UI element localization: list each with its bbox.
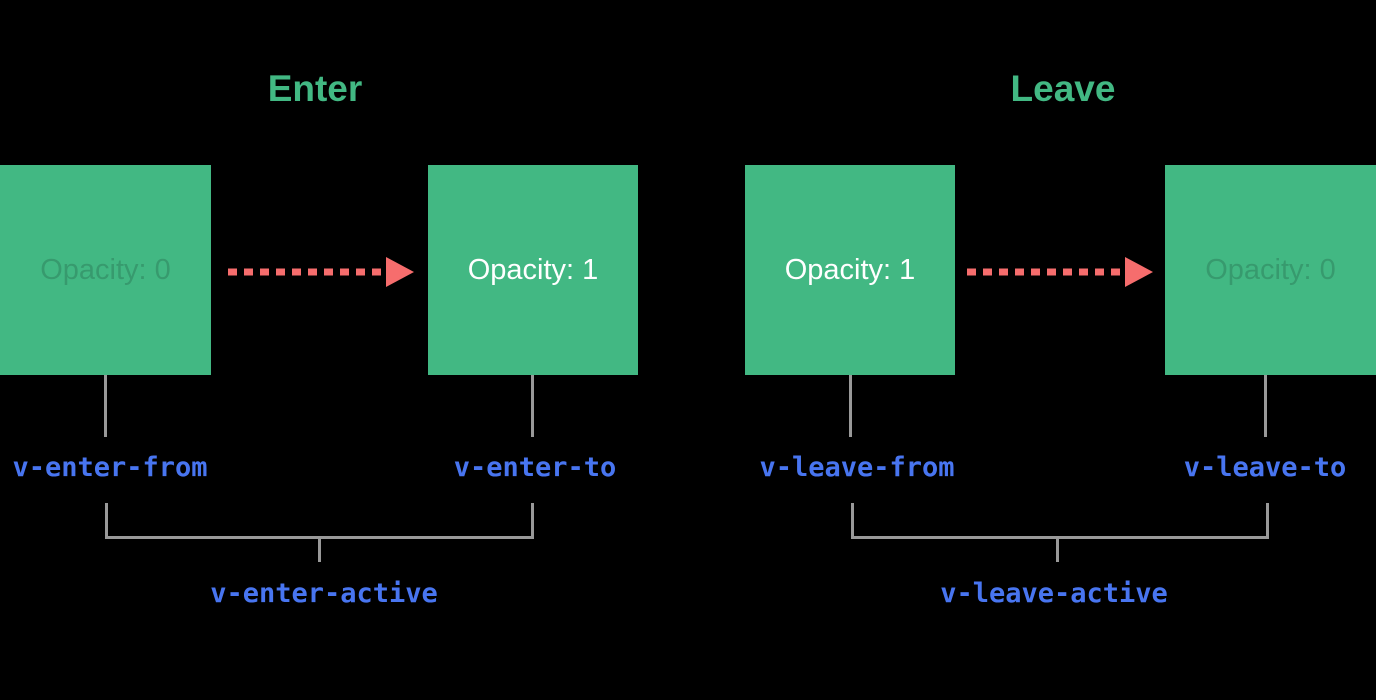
connector-line [531,375,534,437]
leave-active-bracket [851,503,1269,539]
class-label-v-enter-to: v-enter-to [453,452,617,483]
class-label-v-enter-active: v-enter-active [210,578,438,609]
class-label-v-leave-from: v-leave-from [759,452,955,483]
class-label-v-leave-active: v-leave-active [940,578,1168,609]
class-label-v-leave-to: v-leave-to [1183,452,1347,483]
enter-to-box: Opacity: 1 [428,165,638,375]
leave-from-box: Opacity: 1 [745,165,955,375]
connector-line [104,375,107,437]
leave-section-title: Leave [1010,68,1116,109]
dashed-arrow-right-icon [967,257,1153,287]
leave-active-bracket-stem [1056,539,1059,562]
enter-active-bracket [105,503,534,539]
leave-to-opacity-label: Opacity: 0 [1205,253,1336,286]
class-label-v-enter-from: v-enter-from [12,452,208,483]
connector-line [849,375,852,437]
enter-to-opacity-label: Opacity: 1 [467,253,599,286]
enter-active-bracket-stem [318,539,321,562]
enter-section-title: Enter [267,68,363,109]
leave-to-box: Opacity: 0 [1165,165,1376,375]
leave-from-opacity-label: Opacity: 1 [784,253,916,286]
enter-from-opacity-label: Opacity: 0 [40,253,171,286]
enter-from-box: Opacity: 0 [0,165,211,375]
connector-line [1264,375,1267,437]
dashed-arrow-right-icon [228,257,414,287]
